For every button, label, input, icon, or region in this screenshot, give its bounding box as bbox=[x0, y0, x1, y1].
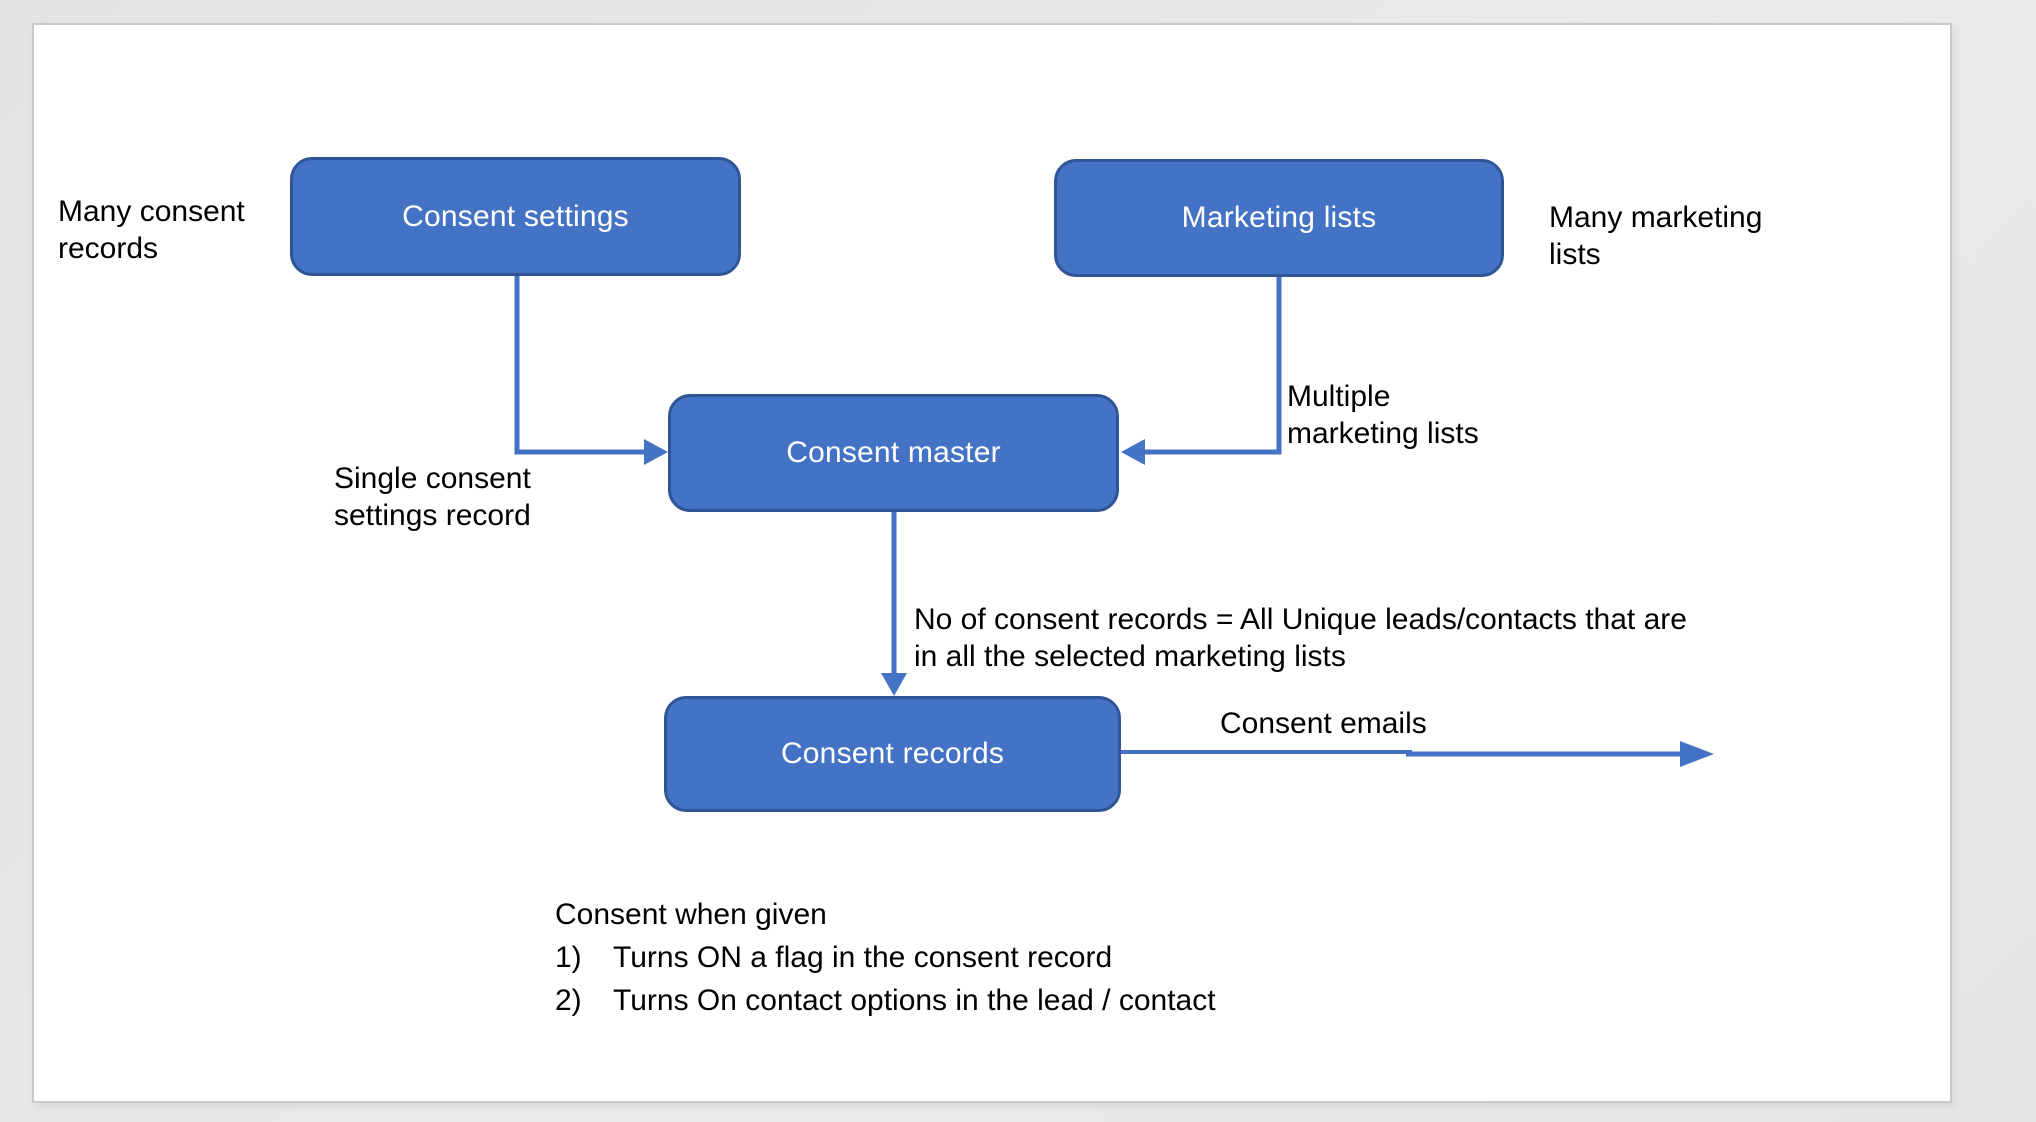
slide-canvas: Consent settings Marketing lists Consent… bbox=[32, 23, 1952, 1103]
node-marketing-lists-label: Marketing lists bbox=[1181, 201, 1377, 234]
node-consent-master: Consent master bbox=[668, 394, 1119, 512]
list-item-marker: 1) bbox=[555, 941, 582, 974]
diagram-layer: Consent settings Marketing lists Consent… bbox=[34, 25, 1950, 1101]
list-item: 1) Turns ON a flag in the consent record bbox=[555, 936, 1216, 979]
notes-block: Consent when given 1) Turns ON a flag in… bbox=[555, 893, 1216, 1022]
arrowhead-down-icon bbox=[881, 673, 907, 696]
list-item-marker: 2) bbox=[555, 984, 582, 1017]
connector-arrows bbox=[514, 276, 1714, 767]
arrowhead-right-icon bbox=[1680, 741, 1714, 767]
arrowhead-right-icon bbox=[644, 439, 668, 465]
label-multiple-marketing-lists: Multiple marketing lists bbox=[1287, 380, 1479, 450]
arrow-consent-settings-to-master bbox=[514, 276, 644, 455]
arrowhead-left-icon bbox=[1121, 439, 1145, 465]
node-consent-master-label: Consent master bbox=[786, 436, 1001, 469]
list-item-text: Turns On contact options in the lead / c… bbox=[613, 984, 1216, 1017]
list-item-text: Turns ON a flag in the consent record bbox=[613, 941, 1113, 974]
list-item: 2) Turns On contact options in the lead … bbox=[555, 979, 1216, 1022]
node-consent-records: Consent records bbox=[664, 696, 1121, 812]
label-many-marketing-lists: Many marketing lists bbox=[1549, 201, 1763, 271]
notes-title: Consent when given bbox=[555, 898, 827, 931]
arrow-marketing-lists-to-master bbox=[1145, 276, 1282, 455]
label-consent-emails: Consent emails bbox=[1220, 707, 1427, 740]
node-consent-settings-label: Consent settings bbox=[402, 199, 629, 233]
node-consent-settings: Consent settings bbox=[290, 157, 741, 276]
node-marketing-lists: Marketing lists bbox=[1054, 159, 1504, 277]
label-many-consent-records: Many consent records bbox=[58, 195, 245, 265]
node-consent-records-label: Consent records bbox=[780, 737, 1005, 770]
label-single-consent-settings-record: Single consent settings record bbox=[334, 462, 531, 532]
label-consent-records-rule: No of consent records = All Unique leads… bbox=[914, 603, 1687, 673]
